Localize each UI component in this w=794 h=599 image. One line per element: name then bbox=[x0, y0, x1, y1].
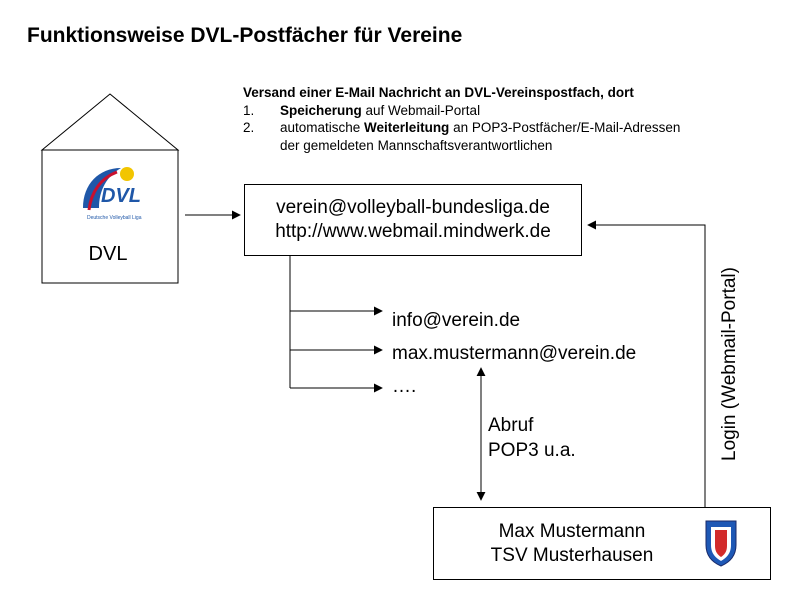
server-url: http://www.webmail.mindwerk.de bbox=[275, 221, 551, 242]
server-email: verein@volleyball-bundesliga.de bbox=[276, 197, 550, 218]
step-text: auf Webmail-Portal bbox=[361, 102, 481, 118]
dvl-logo: DVL Deutsche Volleyball Liga bbox=[77, 162, 143, 229]
target-address-max: max.mustermann@verein.de bbox=[392, 343, 637, 364]
house-label: DVL bbox=[88, 243, 128, 265]
step-text: an POP3-Postfächer/E-Mail-Adressen bbox=[449, 120, 681, 135]
step-text: der gemeldeten Mannschaftsverantwortlich… bbox=[280, 137, 553, 153]
club-organization: TSV Musterhausen bbox=[490, 545, 654, 566]
abruf-line-2: POP3 u.a. bbox=[488, 440, 576, 461]
webmail-server-box: verein@volleyball-bundesliga.de http://w… bbox=[244, 184, 582, 256]
logo-wordmark: DVL bbox=[101, 185, 141, 207]
intro-text: Versand einer E-Mail Nachricht an DVL-Ve… bbox=[243, 84, 680, 154]
target-address-more: …. bbox=[392, 376, 417, 397]
abruf-label: Abruf POP3 u.a. bbox=[488, 413, 576, 463]
club-person: Max Mustermann bbox=[498, 521, 646, 542]
step-prefix: automatische bbox=[280, 120, 365, 135]
step-number: 2. bbox=[243, 120, 255, 135]
diagram-title: Funktionsweise DVL-Postfächer für Verein… bbox=[27, 24, 463, 47]
logo-subtext: Deutsche Volleyball Liga bbox=[87, 215, 142, 221]
intro-step-2: 2. automatische Weiterleitung an POP3-Pos… bbox=[243, 119, 680, 137]
club-crest-icon bbox=[704, 519, 738, 574]
intro-step-1: 1. Speicherung auf Webmail-Portal bbox=[243, 102, 680, 120]
abruf-line-1: Abruf bbox=[488, 415, 534, 436]
intro-heading: Versand einer E-Mail Nachricht an DVL-Ve… bbox=[243, 85, 634, 100]
step-keyword: Weiterleitung bbox=[364, 120, 450, 135]
arrow-login bbox=[587, 220, 706, 507]
login-label: Login (Webmail-Portal) bbox=[719, 267, 740, 461]
house-roof bbox=[40, 93, 180, 151]
step-number: 1. bbox=[243, 102, 255, 118]
target-address-info: info@verein.de bbox=[392, 310, 521, 331]
step-keyword: Speicherung bbox=[280, 102, 362, 118]
club-box: Max Mustermann TSV Musterhausen bbox=[433, 507, 771, 580]
intro-step-2-continued: der gemeldeten Mannschaftsverantwortlich… bbox=[243, 137, 680, 155]
